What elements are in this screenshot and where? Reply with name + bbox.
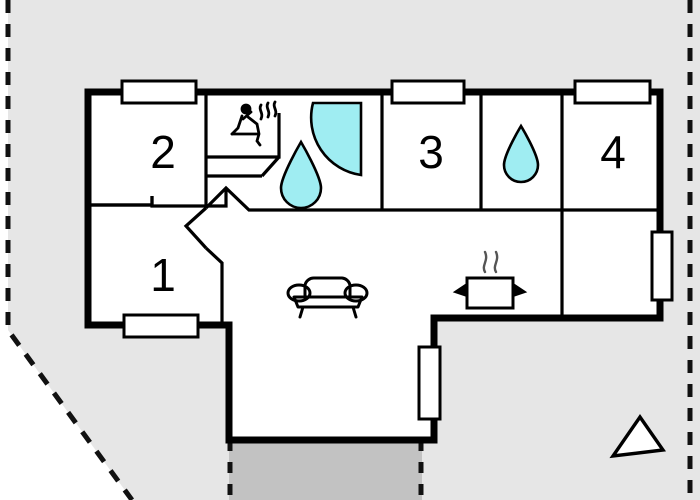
window-top-room-4[interactable] <box>573 79 652 105</box>
windows-group <box>120 79 674 421</box>
wall-hall-angled-west <box>183 206 208 250</box>
room-number-2: 2 <box>150 126 176 178</box>
water-droplet-icon <box>502 123 540 184</box>
water-droplet-icon <box>279 139 323 210</box>
interior-partitions <box>88 92 660 325</box>
room-number-4: 4 <box>600 126 626 178</box>
cooking-pot-icon <box>452 250 528 310</box>
wall-hall-angled-south <box>204 246 224 325</box>
terrace-area <box>229 440 422 500</box>
window-top-room-2[interactable] <box>120 79 198 105</box>
wall-hall-angled-north <box>204 185 382 212</box>
window-right-wall[interactable] <box>650 230 674 302</box>
wall-sauna-angled-corner <box>260 155 281 178</box>
window-top-room-3[interactable] <box>390 79 466 105</box>
shower-quarter-circle <box>309 101 363 177</box>
north-arrow-icon <box>609 414 667 459</box>
room-number-3: 3 <box>418 126 444 178</box>
window-bottom-room-1[interactable] <box>122 313 200 339</box>
sauna-icon <box>230 100 278 147</box>
sofa-icon <box>286 276 369 319</box>
room-number-1: 1 <box>150 249 176 301</box>
window-terrace-left[interactable] <box>417 345 442 421</box>
